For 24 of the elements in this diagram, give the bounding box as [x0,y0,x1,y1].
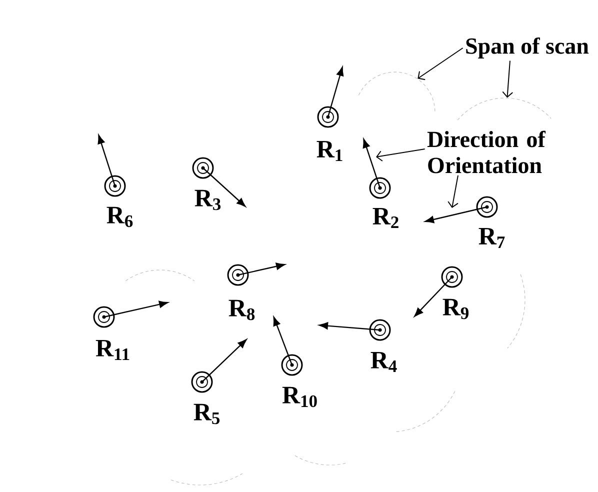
sensor-label: R$_{8}$ [228,300,255,320]
leader-arrow [418,48,464,80]
sensor-label: R$_{5}$ [194,404,220,424]
callout-text: Direction of Orientation [427,130,546,174]
sensor-label: R$_{10}$ [282,386,317,408]
scan-range-arc [125,270,195,282]
scan-range-arc [294,455,348,466]
sensor-label: R$_{2}$ [372,208,398,228]
sensor-label: R$_{4}$ [370,352,397,372]
leader-arrow [502,60,514,98]
sensor-label: R$_{6}$ [106,206,133,228]
scan-range-arc [170,473,243,486]
sensor-label: R$_{7}$ [478,228,505,248]
sensor-label: R$_{1}$ [316,140,342,162]
callout-text: Span of scan [466,37,589,59]
scan-range-arc [457,98,552,120]
leader-arrow [448,174,458,208]
sensor-label: R$_{3}$ [194,190,221,210]
scan-range-arc [396,390,456,432]
sensor-label: R$_{9}$ [442,298,469,320]
scan-range-arc [358,72,436,112]
scan-range-arc [507,274,526,348]
sensor-label: R$_{11}$ [96,340,130,360]
leader-arrow [376,148,426,162]
